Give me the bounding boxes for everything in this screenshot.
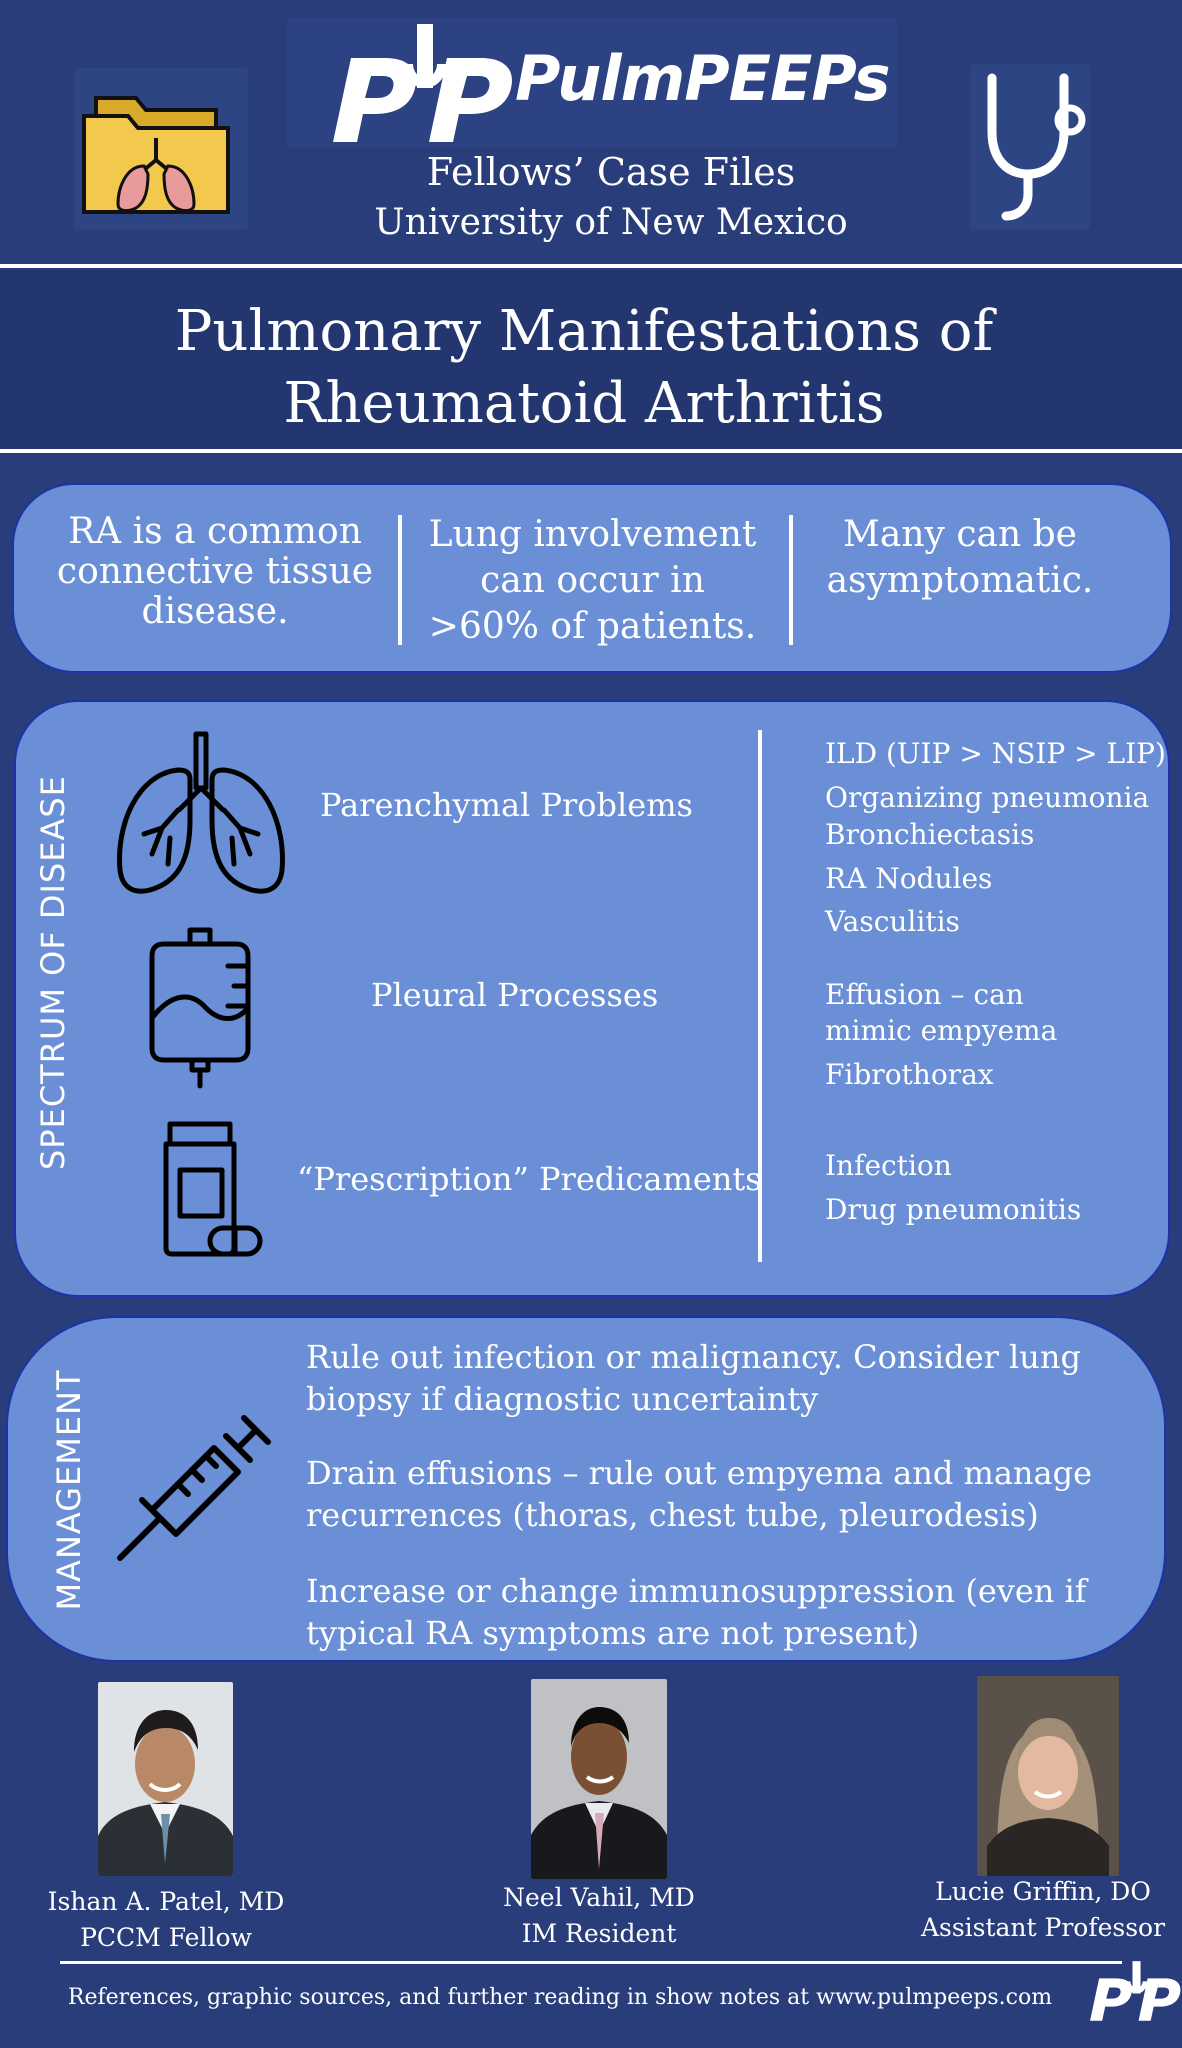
item-ild: ILD (UIP > NSIP > LIP) <box>825 737 1166 770</box>
fact-divider <box>789 515 793 645</box>
brand-name: PulmPEEPs <box>515 42 891 115</box>
author-role: PCCM Fellow <box>80 1923 252 1952</box>
footer-logo-icon <box>1086 1958 1182 2026</box>
fact-line: can occur in <box>480 560 705 601</box>
fact-asymptomatic: Many can be asymptomatic. <box>800 512 1120 604</box>
fact-line: connective tissue <box>56 551 374 592</box>
header-subtitle: Fellows’ Case Files <box>426 150 796 194</box>
management-card <box>6 1316 1166 1662</box>
logo-banner <box>287 18 897 148</box>
fact-divider <box>398 515 402 645</box>
page-title-line: Pulmonary Manifestations of <box>174 299 994 364</box>
title-band <box>0 270 1182 450</box>
item-effusion: Effusion – can <box>825 978 1024 1011</box>
fact-line: >60% of patients. <box>428 606 757 647</box>
fact-common: RA is a common connective tissue disease… <box>40 512 390 632</box>
fact-line: asymptomatic. <box>826 560 1094 601</box>
management-line: recurrences (thoras, chest tube, pleurod… <box>306 1496 1039 1534</box>
fact-line: disease. <box>141 591 289 632</box>
pill-bottle-icon <box>160 1120 264 1258</box>
management-line: Increase or change immunosuppression (ev… <box>306 1572 1087 1610</box>
category-parenchymal: Parenchymal Problems <box>320 786 693 824</box>
author-name: Neel Vahil, MD <box>503 1883 695 1912</box>
folder-lungs-icon <box>74 68 248 230</box>
management-line: Rule out infection or malignancy. Consid… <box>306 1338 1081 1376</box>
management-line: typical RA symptoms are not present) <box>306 1614 920 1652</box>
author-vahil: Neel Vahil, MD IM Resident <box>449 1880 749 1952</box>
spectrum-label: SPECTRUM OF DISEASE <box>34 775 72 1170</box>
header-institution: University of New Mexico <box>374 202 848 243</box>
fact-line: Many can be <box>843 514 1077 555</box>
avatar-vahil <box>531 1679 667 1879</box>
author-griffin: Lucie Griffin, DO Assistant Professor <box>893 1874 1182 1946</box>
drainage-bag-icon <box>146 926 254 1090</box>
category-pleural: Pleural Processes <box>371 976 659 1014</box>
author-name: Lucie Griffin, DO <box>935 1877 1151 1906</box>
author-role: Assistant Professor <box>920 1913 1166 1942</box>
avatar-griffin <box>977 1676 1119 1876</box>
management-point-rule-out: Rule out infection or malignancy. Consid… <box>306 1336 1126 1420</box>
item-ra-nodules: RA Nodules <box>825 862 993 895</box>
page-title-line: Rheumatoid Arthritis <box>283 371 885 436</box>
management-label: MANAGEMENT <box>50 1369 88 1611</box>
lungs-icon <box>112 730 290 900</box>
item-bronchiectasis: Bronchiectasis <box>825 818 1035 851</box>
author-role: IM Resident <box>521 1919 677 1948</box>
item-fibrothorax: Fibrothorax <box>825 1058 994 1091</box>
item-vasculitis: Vasculitis <box>825 905 960 938</box>
stethoscope-icon <box>970 64 1090 230</box>
item-organizing-pneumonia: Organizing pneumonia <box>825 781 1150 814</box>
category-prescription: “Prescription” Predicaments <box>297 1160 762 1198</box>
item-infection: Infection <box>825 1149 952 1182</box>
management-line: biopsy if diagnostic uncertainty <box>306 1380 819 1418</box>
fact-lung-involvement: Lung involvement can occur in >60% of pa… <box>405 512 780 650</box>
item-drug-pneumonitis: Drug pneumonitis <box>825 1193 1082 1226</box>
footer-note: References, graphic sources, and further… <box>67 1985 1053 2010</box>
management-line: Drain effusions – rule out empyema and m… <box>306 1454 1093 1492</box>
footer-divider <box>60 1961 1122 1964</box>
spectrum-divider <box>758 730 762 1262</box>
key-facts-card <box>12 483 1172 673</box>
divider-top <box>0 264 1182 268</box>
management-point-drain: Drain effusions – rule out empyema and m… <box>306 1452 1126 1536</box>
avatar-patel <box>98 1682 233 1876</box>
author-name: Ishan A. Patel, MD <box>47 1887 285 1916</box>
syringe-icon <box>116 1408 274 1562</box>
fact-line: RA is a common <box>68 511 362 552</box>
management-point-immunosuppression: Increase or change immunosuppression (ev… <box>306 1570 1126 1654</box>
item-effusion-cont: mimic empyema <box>825 1014 1058 1047</box>
spectrum-of-disease-card <box>14 700 1170 1297</box>
page-title: Pulmonary Manifestations of Rheumatoid A… <box>0 296 1168 440</box>
fact-line: Lung involvement <box>428 514 757 555</box>
divider-bottom <box>0 449 1182 453</box>
pulmpeeps-logo-icon <box>325 20 515 150</box>
author-patel: Ishan A. Patel, MD PCCM Fellow <box>16 1884 316 1956</box>
